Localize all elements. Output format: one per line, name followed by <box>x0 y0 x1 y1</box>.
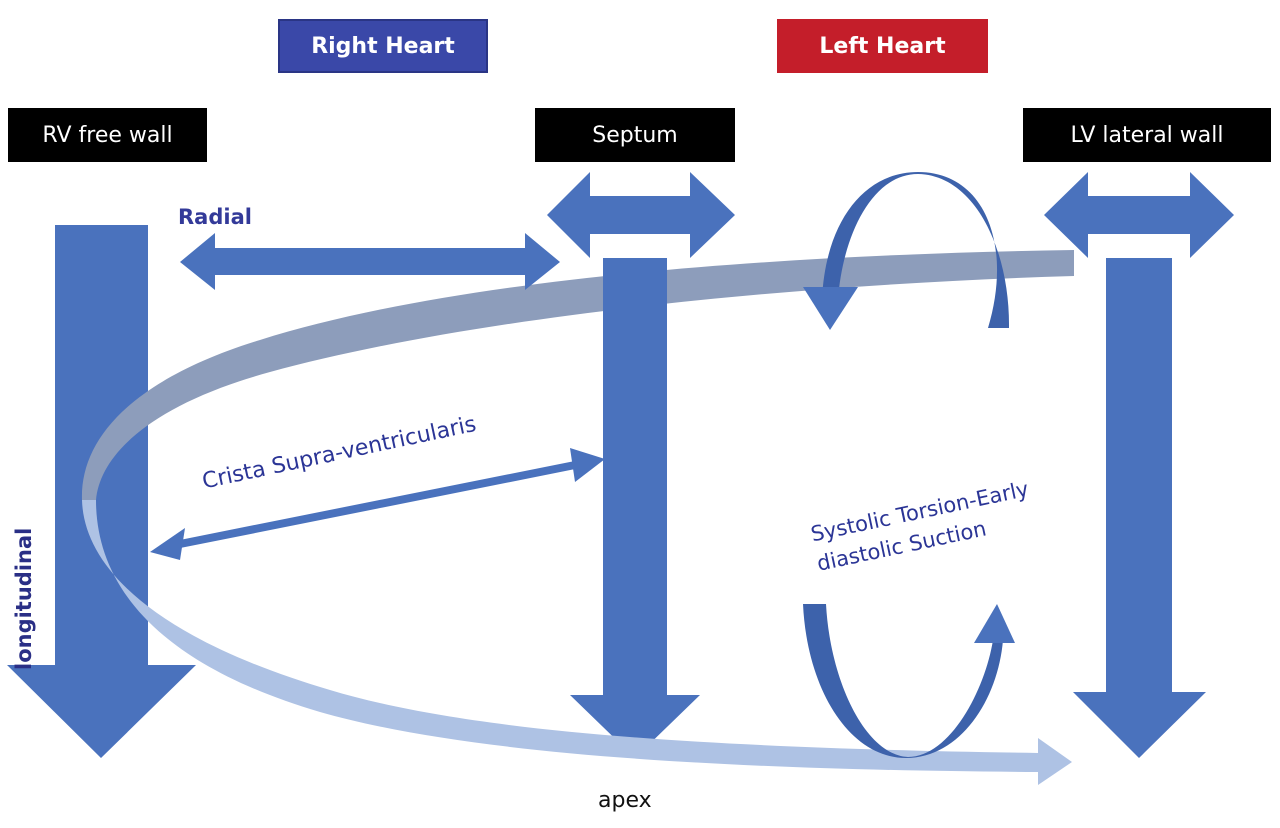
lv-longitudinal-arrow <box>1073 258 1206 758</box>
lv-lateral-wall-text: LV lateral wall <box>1070 122 1224 148</box>
right-heart-header: Right Heart <box>278 19 488 73</box>
helical-band-upper <box>81 250 1074 500</box>
helical-band-lower <box>82 500 1072 785</box>
lower-torsion-arrow <box>803 604 1015 758</box>
septum-longitudinal-arrow <box>570 258 700 758</box>
rv-free-wall-label: RV free wall <box>8 108 207 162</box>
upper-torsion-arrow <box>803 172 1010 330</box>
apex-annotation: apex <box>598 788 652 813</box>
septum-label: Septum <box>535 108 735 162</box>
left-heart-header: Left Heart <box>777 19 988 73</box>
lv-lateral-wall-label: LV lateral wall <box>1023 108 1271 162</box>
septum-radial-double-arrow <box>547 172 735 258</box>
radial-annotation: Radial <box>178 205 252 229</box>
radial-double-arrow <box>180 233 560 290</box>
lv-radial-double-arrow <box>1044 172 1234 258</box>
rv-free-wall-text: RV free wall <box>42 122 173 148</box>
right-heart-label: Right Heart <box>311 33 455 59</box>
crista-double-arrow <box>150 448 605 560</box>
longitudinal-annotation: longitudinal <box>12 527 36 670</box>
left-heart-label: Left Heart <box>819 33 946 59</box>
septum-text: Septum <box>592 122 678 148</box>
rv-longitudinal-arrow <box>7 225 196 758</box>
